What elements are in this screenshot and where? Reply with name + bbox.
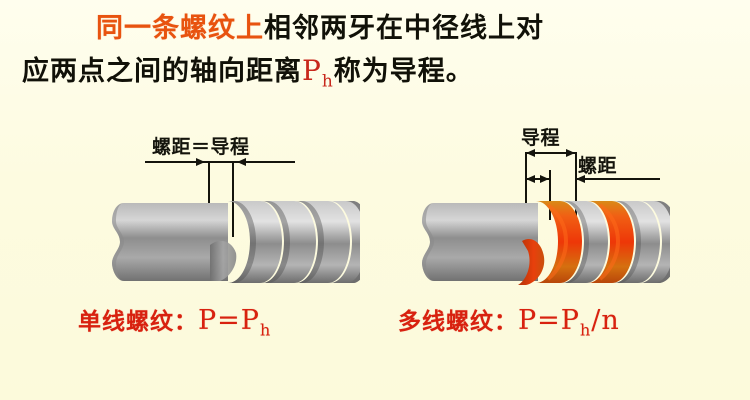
left-caption: 单线螺纹：P=Ph [78, 302, 271, 339]
left-formula-subscript: h [259, 320, 272, 340]
right-pitch-leader-line [576, 178, 660, 180]
single-start-screw-illustration [112, 201, 360, 283]
right-formula-base: P=P [518, 305, 580, 336]
left-dimension-label: 螺距＝导程 [152, 136, 250, 158]
left-dimension-line [145, 161, 295, 163]
multi-start-screw-illustration [422, 201, 670, 285]
title-line-2-after: 称为导程。 [333, 56, 474, 87]
right-lead-arrow-right [566, 149, 575, 157]
right-lead-arrow-left [526, 149, 535, 157]
right-extension-line-c [575, 152, 577, 220]
right-caption-text: 多线螺纹： [398, 309, 518, 335]
left-dimension-arrow-right [196, 158, 205, 166]
right-lead-label: 导程 [521, 127, 561, 149]
right-caption: 多线螺纹：P=Ph/n [398, 302, 620, 339]
left-dimension-arrow-left [237, 158, 246, 166]
left-formula-base: P=P [198, 305, 260, 336]
title-line-1-rest: 相邻两牙在中径线上对 [264, 13, 544, 44]
right-formula-suffix: /n [591, 305, 620, 336]
title-line-2-before: 应两点之间的轴向距离 [22, 56, 302, 87]
title-line-2: 应两点之间的轴向距离Ph称为导程。 [0, 50, 750, 103]
title-block: 同一条螺纹上相邻两牙在中径线上对 应两点之间的轴向距离Ph称为导程。 [0, 8, 750, 103]
title-highlight-phrase: 同一条螺纹上 [96, 13, 264, 44]
right-pitch-arrow-left [526, 175, 535, 183]
lead-symbol-subscript: h [321, 71, 334, 92]
lead-symbol-base: P [302, 54, 322, 87]
title-line-1: 同一条螺纹上相邻两牙在中径线上对 [0, 8, 750, 50]
right-pitch-arrow-right [540, 175, 549, 183]
left-extension-line-b [232, 161, 234, 237]
right-extension-line-b [549, 170, 551, 220]
right-caption-formula: P=Ph/n [518, 305, 620, 340]
left-caption-text: 单线螺纹： [78, 309, 198, 335]
right-pitch-dimension-line [525, 178, 550, 180]
right-pitch-label: 螺距 [578, 155, 618, 177]
left-extension-line-a [208, 161, 210, 237]
right-formula-subscript: h [579, 320, 592, 340]
right-lead-dimension-line [525, 152, 576, 154]
lead-symbol: Ph [302, 54, 334, 92]
right-pitch-leader-arrow [576, 175, 585, 183]
right-extension-line-a [525, 152, 527, 220]
left-caption-formula: P=Ph [198, 305, 272, 340]
